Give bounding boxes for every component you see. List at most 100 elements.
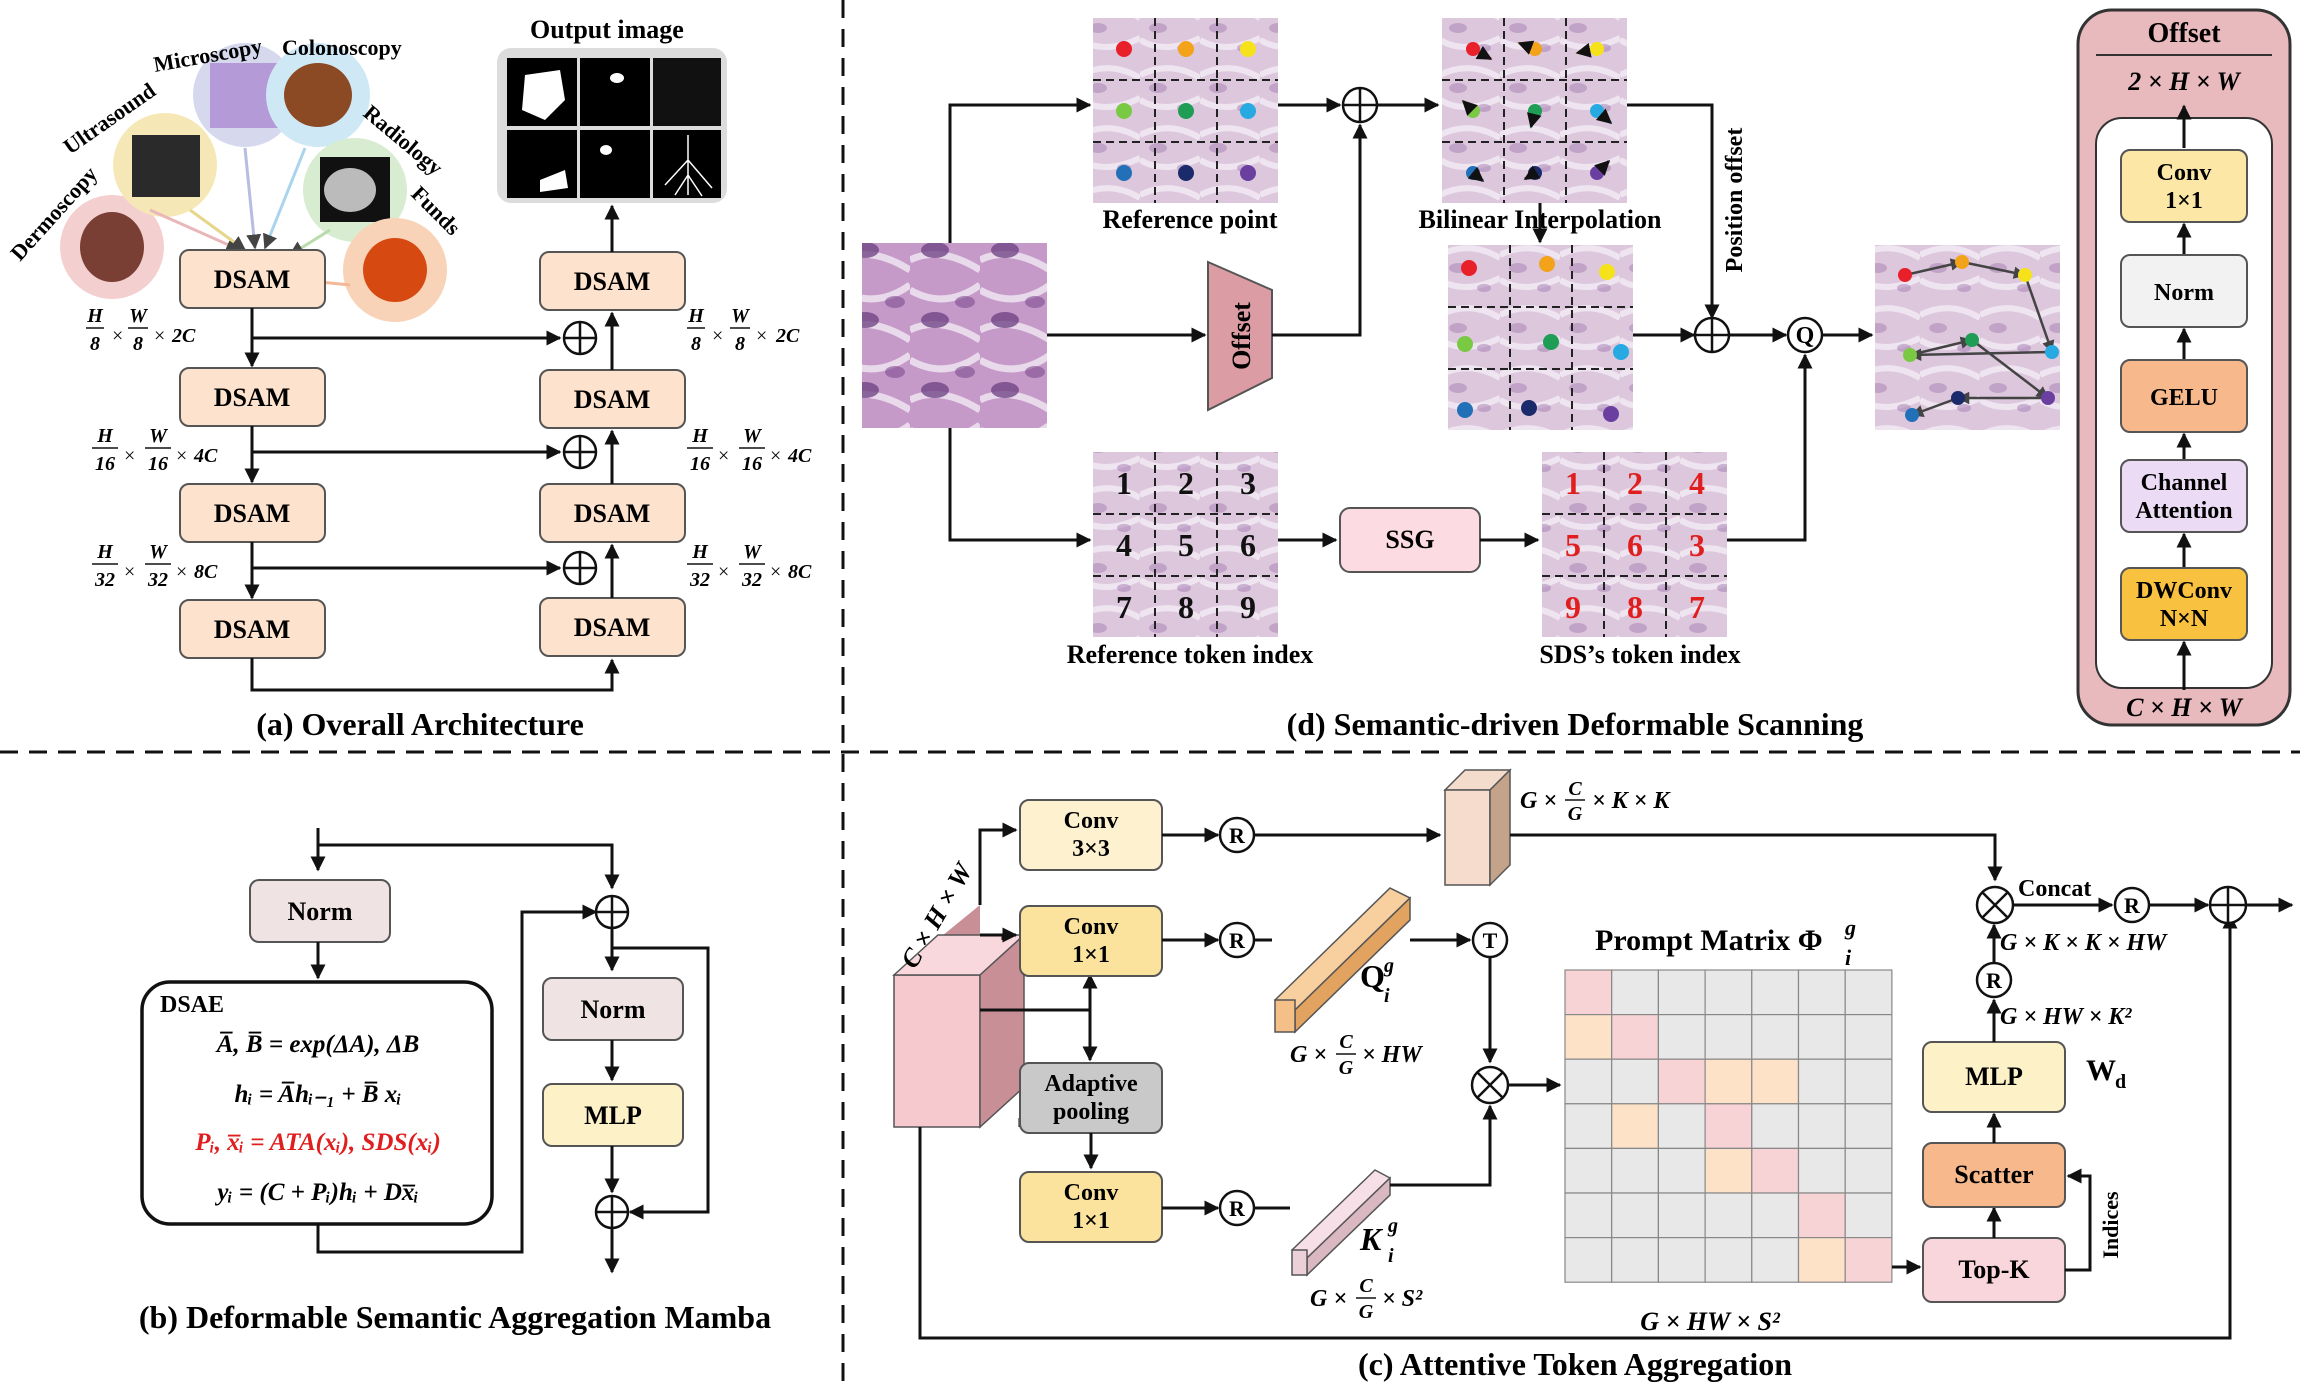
prompt-cell [1751,1058,1800,1105]
prompt-cell [1611,1103,1659,1150]
c-q-sup: g [1383,955,1394,977]
d-sum-node-1 [1341,86,1379,124]
prompt-cell [1704,1013,1753,1060]
c-conv1a-line1: Conv [1064,914,1119,940]
output-mask-5-shape [600,145,612,155]
svg-text:×: × [176,445,187,467]
svg-text:H: H [687,305,705,327]
c-reshape-node-4: R [1975,961,2013,999]
svg-text:× S²: × S² [1382,1286,1423,1312]
decoder-dsam-1-label: DSAM [574,267,651,296]
scan-step [1909,336,1974,357]
svg-text:R: R [1229,928,1246,953]
prompt-cell [1611,1058,1659,1105]
svg-text:×: × [712,325,723,347]
token-index: 9 [1565,589,1581,625]
prompt-cell [1564,1103,1613,1150]
scan-step [1910,396,1959,417]
output-mask-6 [653,130,721,198]
c-mlp-label: MLP [1965,1062,2023,1091]
svg-text:×: × [770,445,781,467]
svg-text:G ×: G × [1520,788,1557,814]
prompt-cell [1704,1192,1753,1239]
decoder-dsam-3-label: DSAM [574,499,651,528]
svg-text:G ×: G × [1290,1042,1327,1068]
prompt-cell [1844,1013,1893,1060]
prompt-cell [1844,1103,1893,1150]
svg-text:R: R [1229,823,1246,848]
d-to-index-arrow [948,428,1092,548]
svg-text:W: W [149,425,168,447]
encoder-stack: DSAM DSAM DSAM DSAM [179,249,326,659]
prompt-cell [1657,969,1706,1016]
output-mask-5 [580,130,650,198]
svg-text:W: W [129,305,148,327]
svg-text:8C: 8C [194,561,218,583]
b-eq-4: yᵢ = (C + Pᵢ)hᵢ + Dx̅ᵢ [214,1179,418,1206]
svg-text:32: 32 [147,569,168,591]
svg-text:× K × K: × K × K [1592,788,1671,814]
svg-text:T: T [1483,928,1498,953]
c-pool-line2: pooling [1053,1099,1129,1125]
b-norm-2-label: Norm [581,995,646,1024]
dim-label-left-1: H 8 × W 8 × 2C [86,305,196,355]
dermoscopy-arrow [149,208,242,252]
svg-text:16: 16 [690,453,710,475]
c-matmul-node [1470,1065,1510,1105]
d-offset-label: Offset [1227,302,1256,370]
svg-text:8: 8 [133,333,143,355]
scan-dot [2041,391,2055,405]
prompt-cell [1704,1058,1753,1105]
prompt-cell [1564,1058,1613,1105]
prompt-cell [1564,1013,1613,1060]
sum-node-3 [562,550,598,586]
c-dim1-label: G × HW × K² [2000,1004,2132,1030]
scan-dot [1955,255,1969,269]
prompt-cell [1564,1236,1613,1283]
c-conv1b-line2: 1×1 [1072,1208,1110,1234]
scan-step [1908,348,2053,362]
microscopy-arrow [243,147,262,250]
panel-c-caption: (c) Attentive Token Aggregation [1358,1346,1792,1382]
svg-text:×: × [770,561,781,583]
token-dot [1240,41,1256,57]
c-k-to-mult [1390,1104,1498,1187]
c-pool-line1: Adaptive [1044,1071,1138,1097]
dermoscopy-image [80,212,144,282]
d-input-image [862,243,1047,428]
b-eq-2: hᵢ = A̅hᵢ₋₁ + B̅ xᵢ [234,1081,401,1108]
token-dot [1240,165,1256,181]
svg-text:2C: 2C [171,325,196,347]
offset-vector [1467,166,1485,183]
offset-vector [1472,45,1493,61]
modality-label-colonoscopy: Colonoscopy [282,35,402,60]
c-concat-label: Concat [2018,876,2091,902]
decoder-dsam-4-label: DSAM [574,613,651,642]
d-offset-to-sum [1272,123,1368,337]
dim-label-left-2: H 16 × W 16 × 4C [92,425,218,475]
prompt-cell [1844,1058,1893,1105]
output-mask-2-shape [610,73,624,83]
svg-text:W: W [743,425,762,447]
panel-b-caption: (b) Deformable Semantic Aggregation Mamb… [139,1299,771,1335]
token-index: 8 [1627,589,1643,625]
panel-a-caption: (a) Overall Architecture [256,706,584,742]
svg-text:R: R [1986,968,2003,993]
d-sampled-dots [1457,256,1629,422]
svg-text:×: × [112,325,123,347]
scan-step [1904,258,1964,277]
c-q-tensor [1273,887,1412,1034]
svg-text:×: × [154,325,165,347]
prompt-cell [1611,1192,1659,1239]
prompt-cell [1751,1103,1800,1150]
c-conv1b-line1: Conv [1064,1180,1119,1206]
token-dot [1116,103,1132,119]
c-apply-node [1975,885,2015,925]
bottleneck-arrow [250,658,620,692]
c-prompt-title: Prompt Matrix Φ [1595,924,1823,957]
svg-text:W: W [731,305,750,327]
